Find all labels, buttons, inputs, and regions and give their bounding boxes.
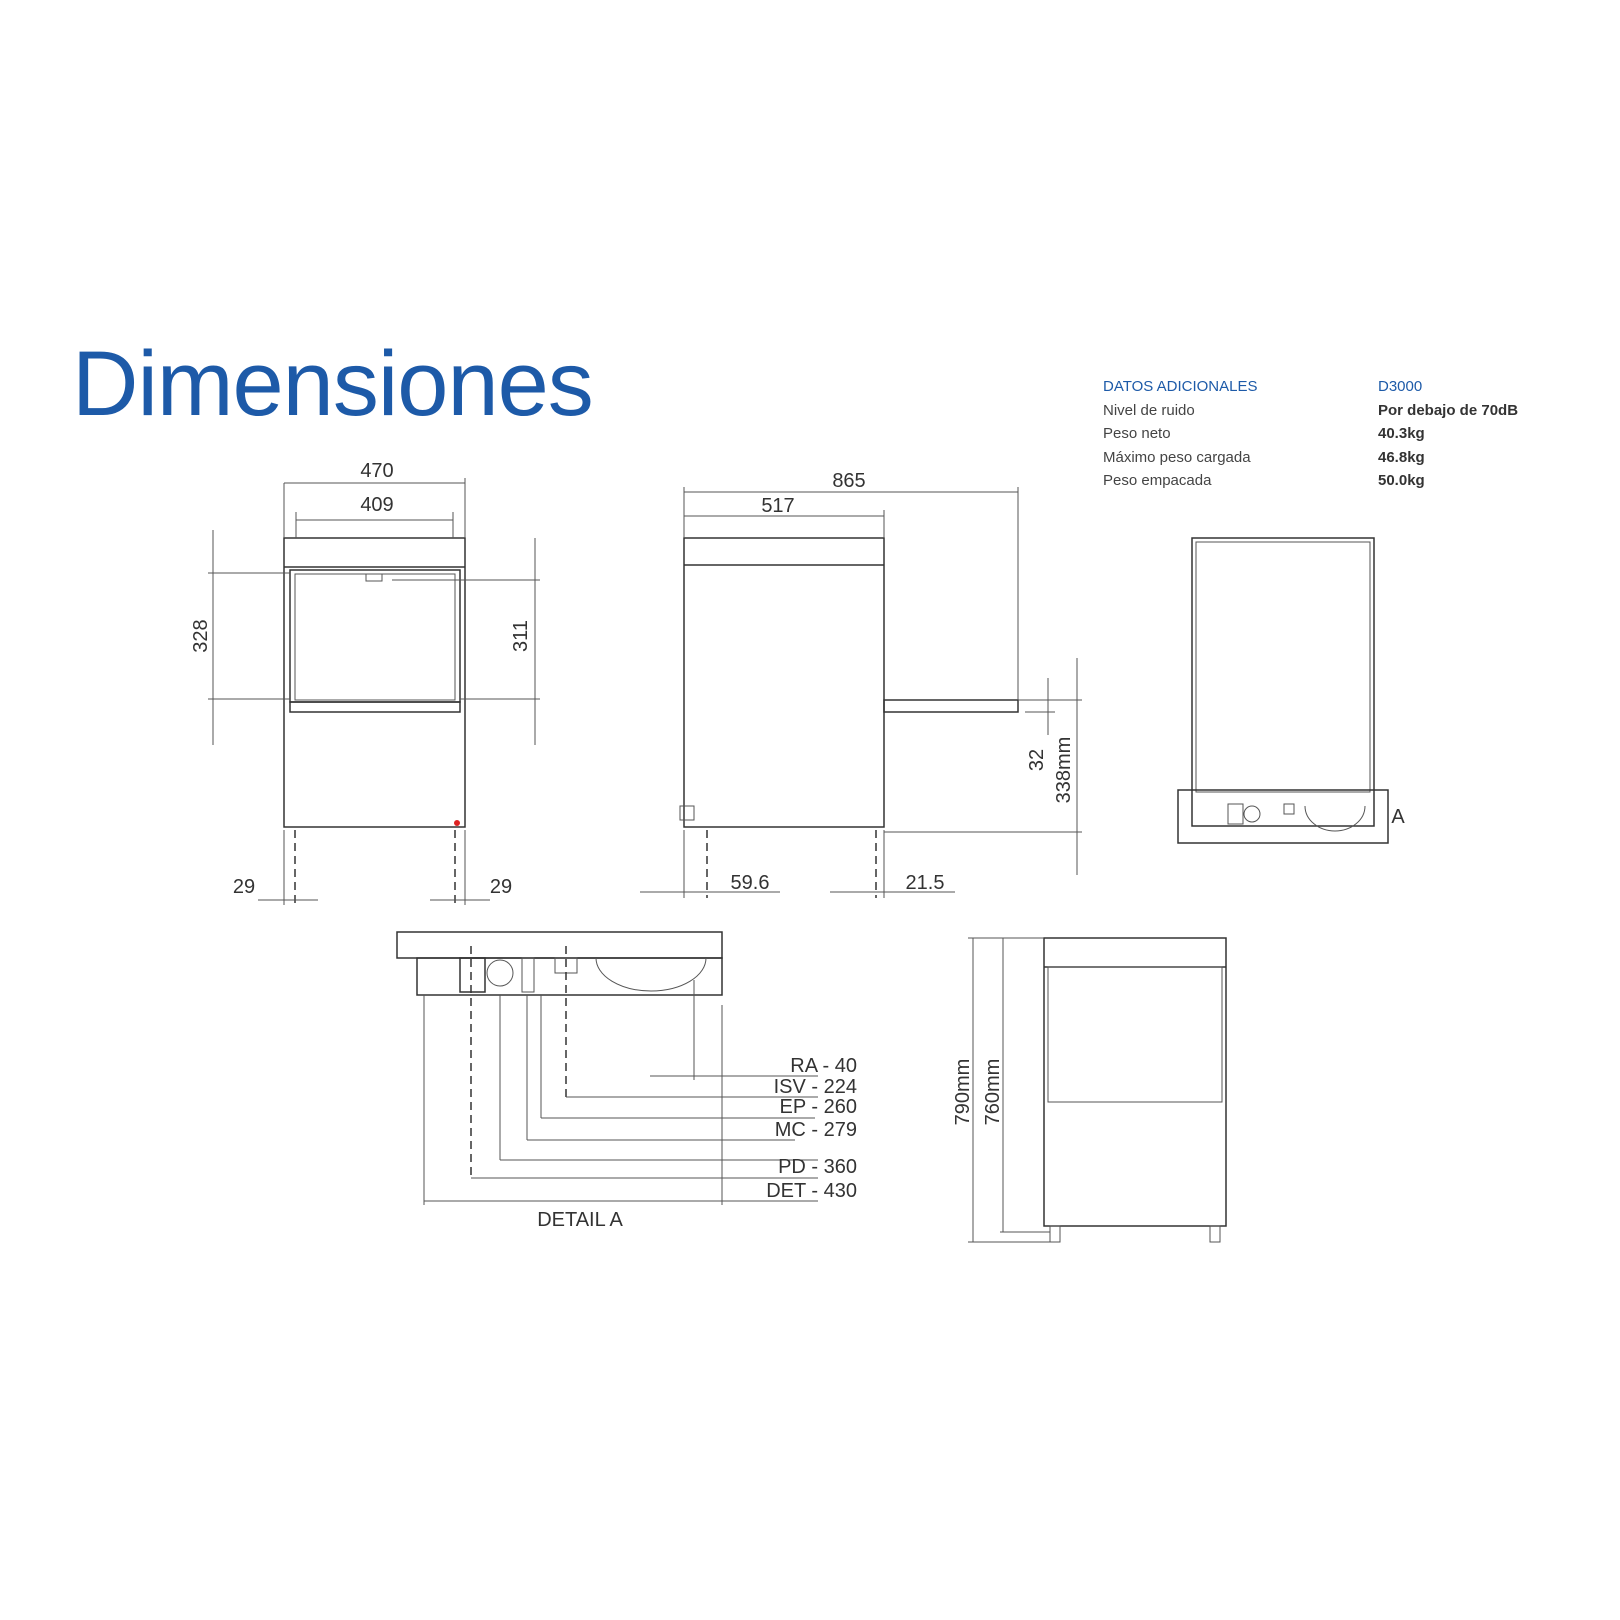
table-model: D3000 [1378,378,1423,396]
table-header: DATOS ADICIONALES D3000 [1103,375,1533,399]
table-row: Peso neto 40.3kg [1103,422,1533,446]
detail-item-pd: PD - 360 [778,1156,857,1178]
row-value: 46.8kg [1378,448,1425,466]
side-view: 865 517 32 338mm 59.6 21.5 [640,470,1082,898]
dim-foot-left: 29 [233,876,255,898]
row-value: 40.3kg [1378,425,1425,443]
row-label: Peso neto [1103,425,1171,443]
dim-width-outer: 470 [360,460,393,482]
dim-height-total: 790mm [952,1059,974,1126]
detail-a: RA - 40 ISV - 224 EP - 260 MC - 279 PD -… [396,931,857,1231]
dim-tray-height: 338mm [1053,737,1075,804]
height-view: 790mm 760mm [952,937,1227,1243]
front-view: 470 409 328 311 29 29 [190,460,540,905]
detail-marker: A [1391,806,1405,828]
row-value: Por debajo de 70dB [1378,401,1519,419]
row-label: Máximo peso cargada [1103,448,1251,466]
dim-depth-body: 517 [761,495,794,517]
detail-item-isv: ISV - 224 [774,1076,857,1098]
dim-depth-total: 865 [832,470,865,492]
rear-view: A [1177,537,1405,844]
table-row: Nivel de ruido Por debajo de 70dB [1103,399,1533,423]
row-value: 50.0kg [1378,472,1425,490]
table-header-label: DATOS ADICIONALES [1103,378,1258,396]
row-label: Nivel de ruido [1103,401,1195,419]
table-row: Máximo peso cargada 46.8kg [1103,446,1533,470]
page-title: Dimensiones [72,333,594,435]
detail-title: DETAIL A [537,1209,623,1231]
row-label: Peso empacada [1103,472,1212,490]
dim-height-body: 760mm [982,1059,1004,1126]
table-row: Peso empacada 50.0kg [1103,469,1533,493]
dim-height-right: 311 [510,620,532,652]
detail-item-ep: EP - 260 [780,1096,857,1118]
detail-item-mc: MC - 279 [775,1119,857,1141]
dim-foot-front: 21.5 [906,872,945,894]
detail-item-ra: RA - 40 [790,1055,857,1077]
dim-tray-thickness: 32 [1026,749,1048,771]
dim-height-left: 328 [190,619,212,652]
detail-item-det: DET - 430 [766,1180,857,1202]
dim-width-inner: 409 [360,494,393,516]
dim-foot-right: 29 [490,876,512,898]
additional-data-table: DATOS ADICIONALES D3000 Nivel de ruido Po… [1103,375,1533,493]
dim-foot-rear: 59.6 [731,872,770,894]
